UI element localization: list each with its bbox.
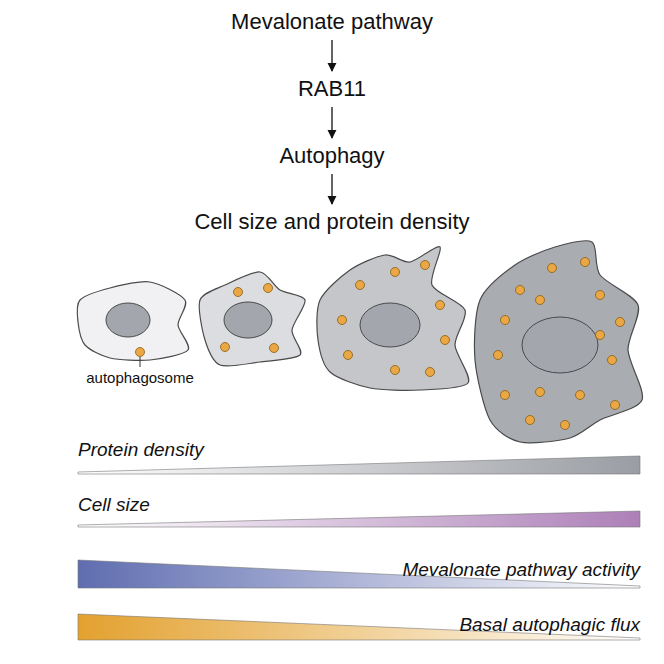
nucleus xyxy=(224,302,272,338)
autophagosome-dot xyxy=(596,331,605,340)
step-text: RAB11 xyxy=(298,76,366,102)
pathway-step: RAB11 xyxy=(292,74,372,104)
cell-membrane xyxy=(199,272,305,366)
autophagosome-dot xyxy=(536,296,545,305)
autophagosome-dot xyxy=(548,264,557,273)
callout-label: autophagosome xyxy=(86,369,194,386)
autophagosome-dot xyxy=(536,388,545,397)
autophagosome-dot xyxy=(264,284,273,293)
cell-membrane xyxy=(474,241,642,443)
autophagosome-dot xyxy=(436,301,445,310)
autophagosome-dot xyxy=(616,318,625,327)
gradient-label: Mevalonate pathway activity xyxy=(402,559,640,581)
autophagosome-dot xyxy=(501,391,510,400)
autophagosome-dot xyxy=(611,401,620,410)
autophagosome-dot xyxy=(441,336,450,345)
step-text: Cell size and protein density xyxy=(194,209,469,235)
autophagosome-dot xyxy=(596,291,605,300)
pathway-step: Autophagy xyxy=(273,141,390,171)
cell-membrane xyxy=(317,247,469,391)
autophagosome-dot xyxy=(516,286,525,295)
cell xyxy=(474,241,642,443)
autophagosome-dot xyxy=(338,316,347,325)
autophagosome-dot xyxy=(576,391,585,400)
nucleus xyxy=(522,317,598,373)
autophagosome-dot xyxy=(581,258,590,267)
autophagosome-dot xyxy=(608,356,617,365)
autophagosome-dot xyxy=(426,368,435,377)
autophagosome-dot xyxy=(234,288,243,297)
cell xyxy=(77,282,189,361)
pathway-step: Mevalonate pathway xyxy=(225,7,439,37)
gradient-label: Cell size xyxy=(78,494,150,516)
autophagosome-dot xyxy=(356,281,365,290)
pathway-arrow xyxy=(331,40,332,71)
gradient-label: Protein density xyxy=(78,439,204,461)
cell xyxy=(317,247,469,391)
step-text: Mevalonate pathway xyxy=(231,9,433,35)
pathway-step: Cell size and protein density xyxy=(188,207,475,237)
autophagosome-dot xyxy=(270,344,279,353)
autophagosome-dot xyxy=(561,421,570,430)
autophagosome-dot xyxy=(221,343,230,352)
mevalonate-activity-wedge xyxy=(78,560,640,588)
autophagosome-dot xyxy=(391,268,400,277)
pathway-arrow xyxy=(331,107,332,138)
pathway-arrow xyxy=(331,174,332,204)
nucleus xyxy=(106,303,150,337)
autophagosome-dot xyxy=(526,416,535,425)
nucleus xyxy=(360,303,420,347)
autophagosome-dot xyxy=(494,351,503,360)
leader-line xyxy=(140,357,141,367)
gradient-label: Basal autophagic flux xyxy=(459,614,640,636)
autophagosome-dot xyxy=(136,348,145,357)
cell-membrane xyxy=(77,282,189,361)
cell-size-wedge xyxy=(78,511,640,527)
cell xyxy=(199,272,305,366)
autophagosome-dot xyxy=(344,351,353,360)
autophagic-flux-wedge xyxy=(78,614,640,640)
autophagosome-dot xyxy=(391,366,400,375)
step-text: Autophagy xyxy=(279,143,384,169)
autophagosome-dot xyxy=(421,261,430,270)
autophagosome-dot xyxy=(501,316,510,325)
